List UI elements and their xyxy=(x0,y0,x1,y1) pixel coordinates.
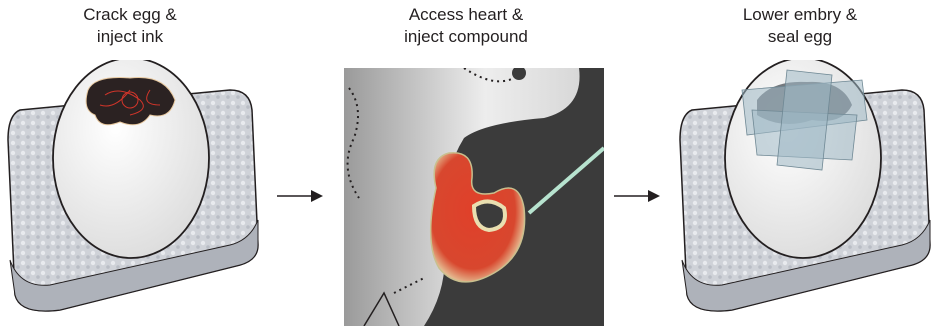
crack-egg-illustration xyxy=(0,60,262,326)
step-3-title-line1: Lower embry & xyxy=(690,4,910,26)
seal-egg-illustration xyxy=(672,60,934,326)
step-1-title-line1: Crack egg & xyxy=(20,4,240,26)
step-1-title-line2: inject ink xyxy=(20,26,240,48)
step-3-title-line2: seal egg xyxy=(690,26,910,48)
step-1-title: Crack egg & inject ink xyxy=(20,4,240,48)
step-3-title: Lower embry & seal egg xyxy=(690,4,910,48)
step-2-title-line2: inject compound xyxy=(356,26,576,48)
heart-injection-illustration xyxy=(344,68,604,326)
step-2-title-line1: Access heart & xyxy=(356,4,576,26)
egg xyxy=(725,60,881,258)
right-arrow-icon xyxy=(612,188,662,204)
step-2-title: Access heart & inject compound xyxy=(356,4,576,48)
right-arrow-icon xyxy=(275,188,325,204)
egg xyxy=(53,60,209,258)
